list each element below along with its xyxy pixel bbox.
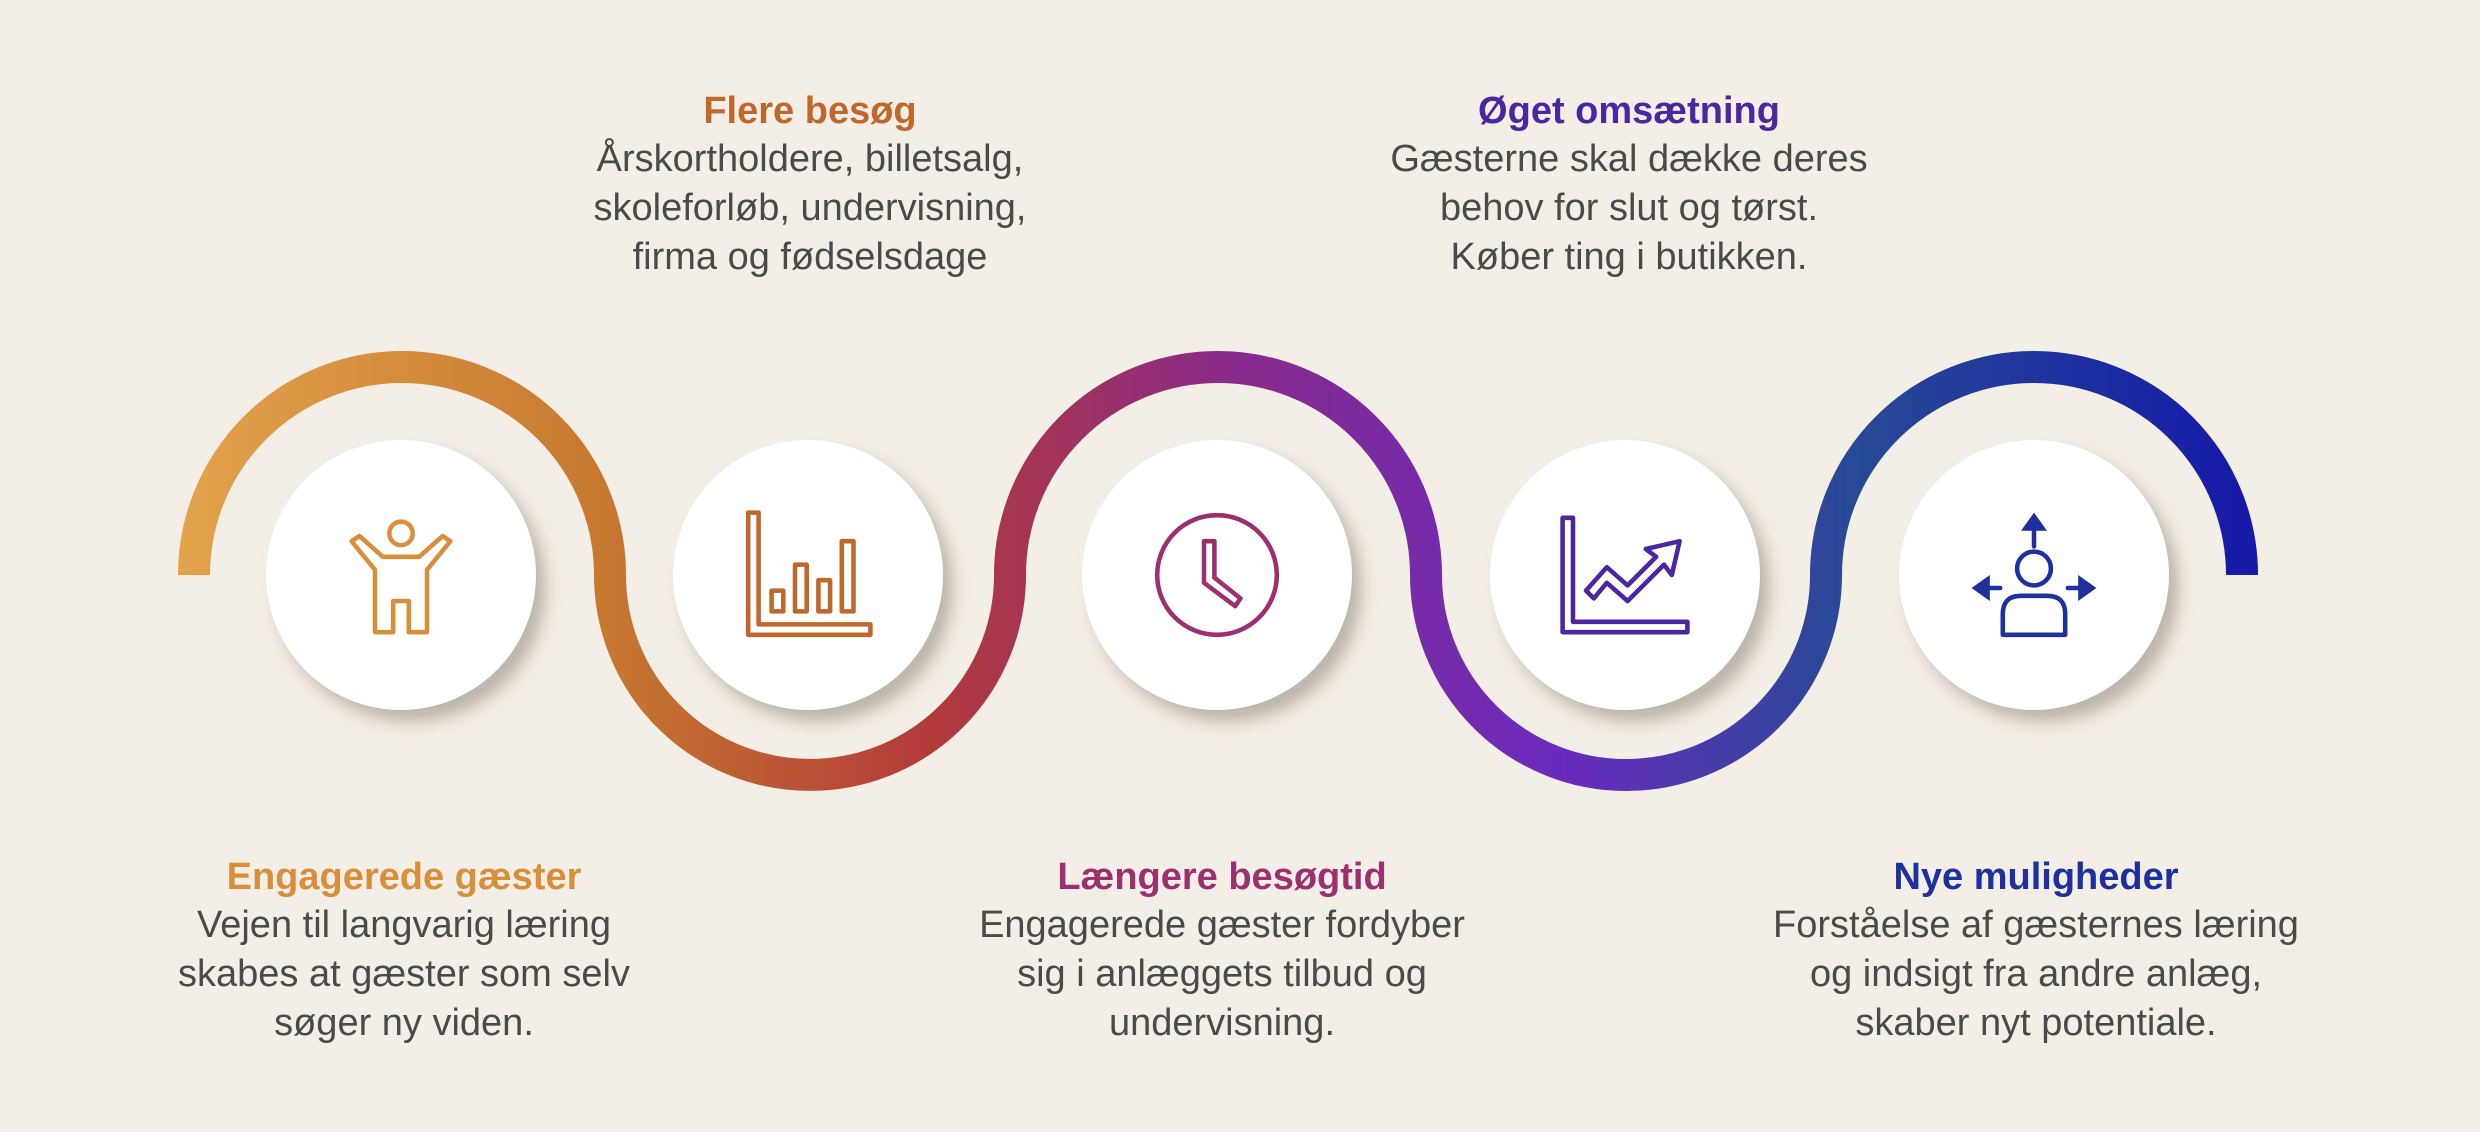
step-2-title: Flere besøg <box>703 90 917 132</box>
step-3-caption: Længere besøgtid Engagerede gæster fordy… <box>922 853 1522 1048</box>
person-directions-icon <box>1971 512 2097 638</box>
step-5-caption: Nye muligheder Forståelse af gæsternes l… <box>1736 853 2336 1048</box>
step-3-text: Engagerede gæster fordyber sig i anlægge… <box>979 904 1465 1044</box>
bar-chart-icon <box>745 510 873 638</box>
step-5-text: Forståelse af gæsternes læring og indsig… <box>1773 904 2299 1044</box>
step-2-caption: Flere besøg Årskortholdere, billetsalg, … <box>510 87 1110 282</box>
step-5-title: Nye muligheder <box>1893 856 2179 898</box>
clock-icon <box>1154 512 1280 638</box>
step-4-caption: Øget omsætning Gæsterne skal dække deres… <box>1329 87 1929 282</box>
step-3-title: Længere besøgtid <box>1057 856 1387 898</box>
wave-curve <box>178 351 2258 791</box>
step-2-circle <box>673 440 943 710</box>
step-5-circle <box>1899 440 2169 710</box>
step-4-text: Gæsterne skal dække deres behov for slut… <box>1390 138 1868 278</box>
step-1-title: Engagerede gæster <box>226 856 582 898</box>
step-1-text: Vejen til langvarig læring skabes at gæs… <box>178 904 630 1044</box>
person-arms-raised-icon <box>349 519 453 635</box>
step-4-title: Øget omsætning <box>1478 90 1780 132</box>
step-3-circle <box>1082 440 1352 710</box>
step-4-circle <box>1490 440 1760 710</box>
step-1-circle <box>266 440 536 710</box>
trend-up-chart-icon <box>1560 515 1690 635</box>
step-1-caption: Engagerede gæster Vejen til langvarig læ… <box>104 853 704 1048</box>
step-2-text: Årskortholdere, billetsalg, skoleforløb,… <box>593 138 1027 278</box>
